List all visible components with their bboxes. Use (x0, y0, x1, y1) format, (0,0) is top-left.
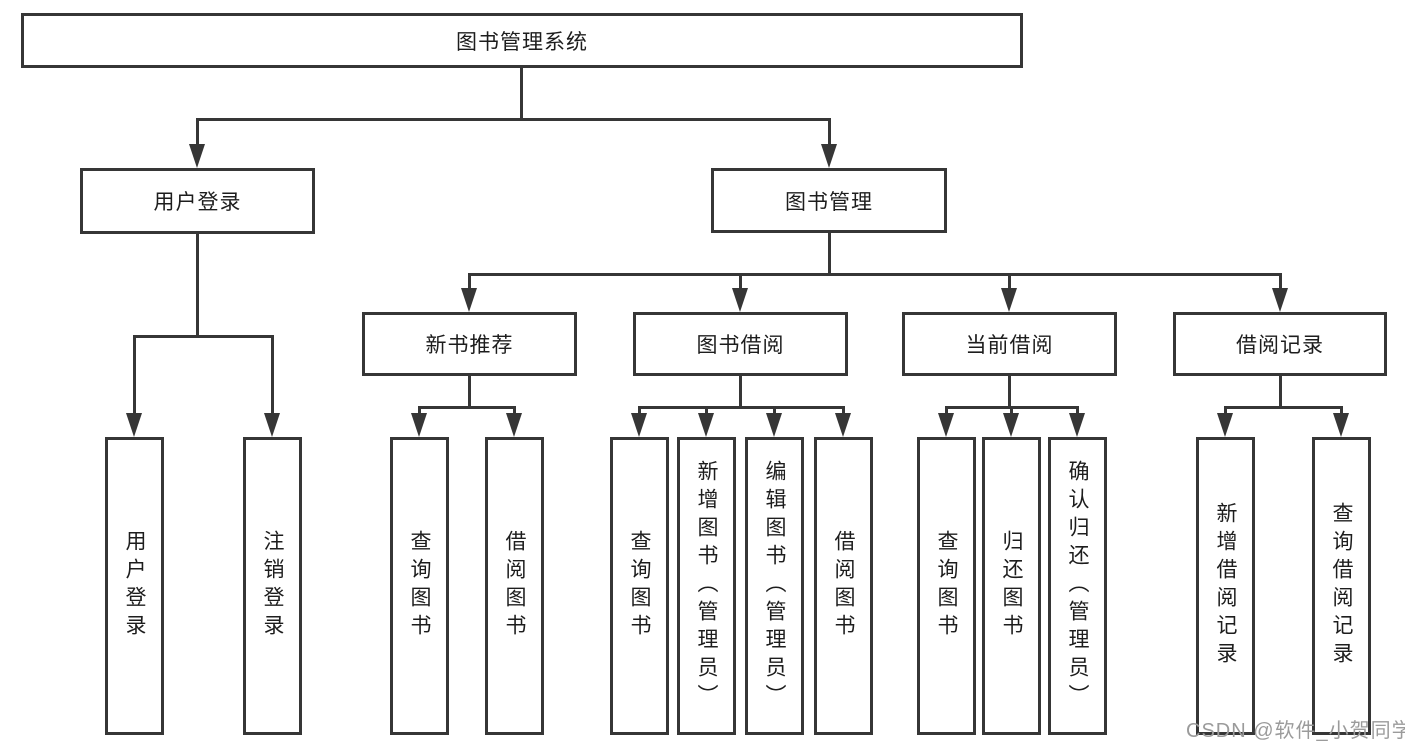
connector-line (739, 376, 742, 406)
arrow-down-icon (506, 413, 522, 437)
connector-line (1340, 406, 1343, 418)
node-label: 图书管理系统 (456, 30, 588, 54)
node-label: 图书借阅 (696, 334, 785, 357)
connector-line (468, 376, 471, 406)
leaf-add-borrow-record: 新增借阅记录 (1196, 437, 1255, 735)
node-label: 查询图书 (628, 530, 651, 642)
leaf-query-borrow-record: 查询借阅记录 (1312, 437, 1371, 735)
connector-line (133, 335, 274, 338)
leaf-edit-book-admin: 编辑图书（管理员） (745, 437, 804, 735)
arrow-down-icon (766, 413, 782, 437)
leaf-query-books-current: 查询图书 (917, 437, 976, 735)
node-label: 新增图书（管理员） (695, 460, 718, 712)
node-label: 借阅记录 (1236, 334, 1324, 357)
arrow-down-icon (1003, 413, 1019, 437)
node-label: 当前借阅 (965, 334, 1054, 357)
connector-line (638, 406, 641, 418)
arrow-down-icon (126, 413, 142, 437)
node-label: 用户登录 (123, 530, 146, 642)
node-new-book-recommend: 新书推荐 (362, 312, 577, 376)
connector-line (1076, 406, 1079, 418)
arrow-down-icon (631, 413, 647, 437)
arrow-down-icon (1272, 288, 1288, 312)
connector-line (638, 406, 845, 409)
connector-line (513, 406, 516, 418)
connector-line (705, 406, 708, 418)
node-borrowing-records: 借阅记录 (1173, 312, 1387, 376)
connector-line (945, 406, 948, 418)
connector-line (418, 406, 516, 409)
node-label: 用户登录 (153, 191, 242, 214)
node-label: 查询图书 (935, 530, 958, 642)
node-label: 查询借阅记录 (1330, 502, 1353, 670)
leaf-borrow-books-recommend: 借阅图书 (485, 437, 544, 735)
connector-line (468, 273, 471, 293)
node-book-borrowing: 图书借阅 (633, 312, 848, 376)
connector-line (842, 406, 845, 418)
arrow-down-icon (1001, 288, 1017, 312)
connector-line (1279, 273, 1282, 293)
connector-line (773, 406, 776, 418)
node-label: 图书管理 (785, 190, 873, 214)
arrow-down-icon (1217, 413, 1233, 437)
leaf-query-books-borrowing: 查询图书 (610, 437, 669, 735)
node-label: 确认归还（管理员） (1066, 460, 1089, 712)
node-label: 查询图书 (408, 530, 431, 642)
arrow-down-icon (1333, 413, 1349, 437)
connector-line (1008, 273, 1011, 293)
connector-line (1010, 406, 1013, 418)
leaf-confirm-return-admin: 确认归还（管理员） (1048, 437, 1107, 735)
node-book-management: 图书管理 (711, 168, 947, 233)
arrow-down-icon (732, 288, 748, 312)
arrow-down-icon (1069, 413, 1085, 437)
node-user-login: 用户登录 (80, 168, 315, 234)
connector-line (1224, 406, 1343, 409)
connector-line (1008, 376, 1011, 406)
leaf-borrow-books-borrowing: 借阅图书 (814, 437, 873, 735)
node-label: 新增借阅记录 (1214, 502, 1237, 670)
leaf-query-books-recommend: 查询图书 (390, 437, 449, 735)
connector-line (133, 335, 136, 415)
node-label: 编辑图书（管理员） (763, 460, 786, 712)
node-label: 借阅图书 (832, 530, 855, 642)
connector-line (1279, 376, 1282, 406)
leaf-user-login: 用户登录 (105, 437, 164, 735)
connector-line (1224, 406, 1227, 418)
arrow-down-icon (189, 144, 205, 168)
arrow-down-icon (698, 413, 714, 437)
connector-line (271, 335, 274, 415)
connector-line (468, 273, 1282, 276)
arrow-down-icon (821, 144, 837, 168)
arrow-down-icon (264, 413, 280, 437)
node-label: 归还图书 (1000, 530, 1023, 642)
connector-line (520, 68, 523, 118)
connector-line (196, 118, 831, 121)
arrow-down-icon (938, 413, 954, 437)
leaf-return-book: 归还图书 (982, 437, 1041, 735)
leaf-logout: 注销登录 (243, 437, 302, 735)
arrow-down-icon (461, 288, 477, 312)
connector-line (196, 234, 199, 335)
connector-line (828, 118, 831, 148)
arrow-down-icon (835, 413, 851, 437)
connector-line (418, 406, 421, 418)
node-label: 注销登录 (261, 530, 284, 642)
arrow-down-icon (411, 413, 427, 437)
node-label: 新书推荐 (425, 334, 514, 357)
connector-line (828, 233, 831, 273)
node-label: 借阅图书 (503, 530, 526, 642)
leaf-add-book-admin: 新增图书（管理员） (677, 437, 736, 735)
node-current-borrowing: 当前借阅 (902, 312, 1117, 376)
node-library-management-system: 图书管理系统 (21, 13, 1023, 68)
connector-line (196, 118, 199, 148)
csdn-watermark: CSDN @软件_小贺同学 (1186, 720, 1405, 742)
connector-line (739, 273, 742, 293)
